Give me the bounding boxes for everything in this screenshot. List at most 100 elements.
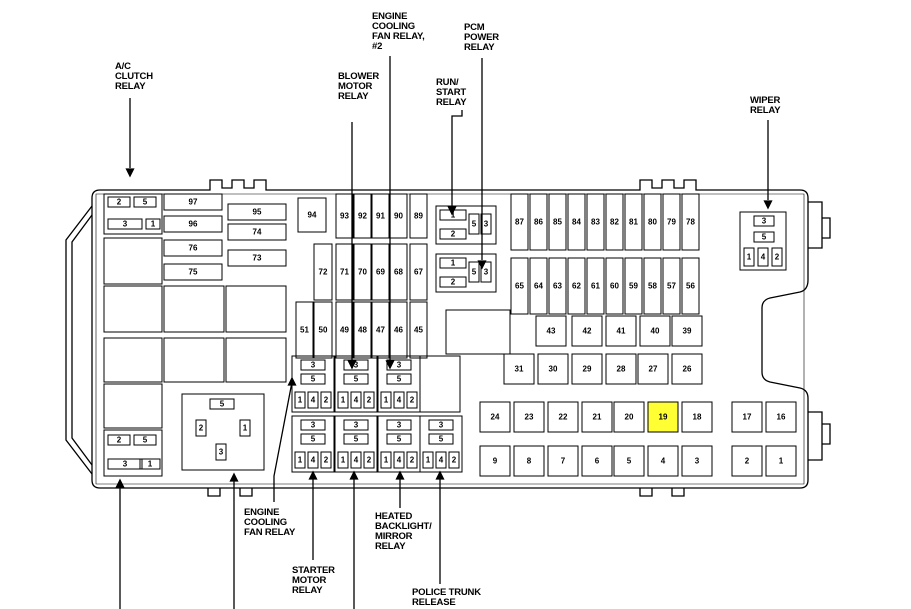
relay-pin-1: [294, 391, 306, 409]
fuse-label-58: 58: [648, 282, 657, 291]
relay-pin-label-5: 5: [354, 435, 359, 444]
relay-pin-5: [386, 433, 412, 445]
empty-cavity: [103, 337, 163, 383]
fuse-63: [548, 257, 567, 315]
fuse-label-19: 19: [659, 413, 668, 422]
fuse-56: [681, 257, 700, 315]
fuse-94: [297, 197, 327, 233]
relay-pin-5: [468, 261, 480, 283]
fuse-label-60: 60: [610, 282, 619, 291]
callout-pcm-power-relay: PCM POWER RELAY: [464, 22, 499, 53]
fuse-label-43: 43: [547, 327, 556, 336]
fuse-label-16: 16: [777, 413, 786, 422]
relay-pin-4: [757, 247, 769, 267]
fuse-92: [353, 193, 372, 239]
ecfr2-arrow: [385, 360, 395, 370]
fuse-18: [681, 401, 713, 433]
fuse-74: [227, 223, 287, 241]
fuse-label-73: 73: [253, 254, 262, 263]
relay-pin-5: [133, 434, 157, 446]
fuse-label-45: 45: [414, 326, 423, 335]
fuse-label-23: 23: [525, 413, 534, 422]
relay-pin-5: [386, 373, 412, 385]
fuse-57: [662, 257, 681, 315]
fuse-label-6: 6: [595, 457, 600, 466]
fuse-label-69: 69: [376, 268, 385, 277]
relay-block: [181, 393, 265, 471]
fuse-label-46: 46: [394, 326, 403, 335]
fuse-label-72: 72: [319, 268, 328, 277]
relay-pin-4: [393, 451, 405, 469]
fuse-label-74: 74: [253, 228, 262, 237]
fuse-78: [681, 193, 700, 251]
relay-pin-label-3: 3: [484, 268, 489, 277]
fuse-label-28: 28: [617, 365, 626, 374]
callout-blower-motor-relay: BLOWER MOTOR RELAY: [338, 71, 380, 102]
fuse-43: [535, 315, 567, 347]
relay-pin-label-1: 1: [298, 456, 303, 465]
fuse-label-56: 56: [686, 282, 695, 291]
fuse-label-87: 87: [515, 218, 524, 227]
fuse-1: [765, 445, 797, 477]
fuse-box-outline: [91, 179, 809, 489]
fuse-label-51: 51: [300, 326, 309, 335]
fuse-label-63: 63: [553, 282, 562, 291]
relay-pin-label-1: 1: [451, 211, 456, 220]
relay-pin-2: [320, 391, 332, 409]
relay-pin-label-2: 2: [367, 456, 372, 465]
relay-pin-label-1: 1: [426, 456, 431, 465]
relay-pin-1: [380, 391, 392, 409]
relay-pin-2: [448, 451, 460, 469]
relay-pin-label-3: 3: [397, 361, 402, 370]
fuse-95: [227, 203, 287, 221]
fuse-79: [662, 193, 681, 251]
relay-pin-label-5: 5: [439, 435, 444, 444]
fuse-label-27: 27: [649, 365, 658, 374]
fuse-60: [605, 257, 624, 315]
relay-pin-3: [107, 458, 143, 470]
fuse-70: [353, 243, 372, 301]
fuse-label-59: 59: [629, 282, 638, 291]
fuse-label-85: 85: [553, 218, 562, 227]
callout-wiper-relay: WIPER RELAY: [750, 95, 781, 116]
fuse-label-17: 17: [743, 413, 752, 422]
fuse-label-3: 3: [695, 457, 700, 466]
relay-block: [103, 429, 163, 477]
relay-pin-2: [363, 451, 375, 469]
fuse-64: [529, 257, 548, 315]
fuse-label-64: 64: [534, 282, 543, 291]
fuse-26: [671, 353, 703, 385]
relay-pin-label-5: 5: [143, 198, 148, 207]
fuse-97: [163, 193, 223, 211]
fuse-17: [731, 401, 763, 433]
relay-pin-label-2: 2: [324, 456, 329, 465]
runstart-arrow: [447, 206, 457, 216]
relay-pin-label-1: 1: [451, 259, 456, 268]
fuse-91: [371, 193, 390, 239]
fuse-31: [503, 353, 535, 385]
relay-pin-4: [435, 451, 447, 469]
relay-pin-4: [350, 451, 362, 469]
relay-pin-label-4: 4: [397, 456, 402, 465]
relay-pin-label-5: 5: [220, 400, 225, 409]
fuse-76: [163, 239, 223, 257]
empty-cavity: [163, 337, 225, 383]
fuse-71: [335, 243, 354, 301]
fuse-22: [547, 401, 579, 433]
fuse-label-24: 24: [491, 413, 500, 422]
relay-pin-3: [300, 359, 326, 371]
center-arrow: [229, 472, 239, 482]
fuse-label-83: 83: [591, 218, 600, 227]
fuse-label-39: 39: [683, 327, 692, 336]
relay-pin-label-2: 2: [452, 456, 457, 465]
heated-arrow: [395, 470, 405, 480]
fuse-label-61: 61: [591, 282, 600, 291]
relay-pin-3: [343, 359, 369, 371]
fuse-47: [371, 301, 390, 359]
fuse-label-1: 1: [779, 457, 784, 466]
relay-pin-1: [239, 419, 251, 437]
relay-block: [435, 253, 497, 293]
empty-cavity: [103, 237, 163, 285]
relay-pin-3: [386, 359, 412, 371]
pcm-arrow: [477, 260, 487, 270]
